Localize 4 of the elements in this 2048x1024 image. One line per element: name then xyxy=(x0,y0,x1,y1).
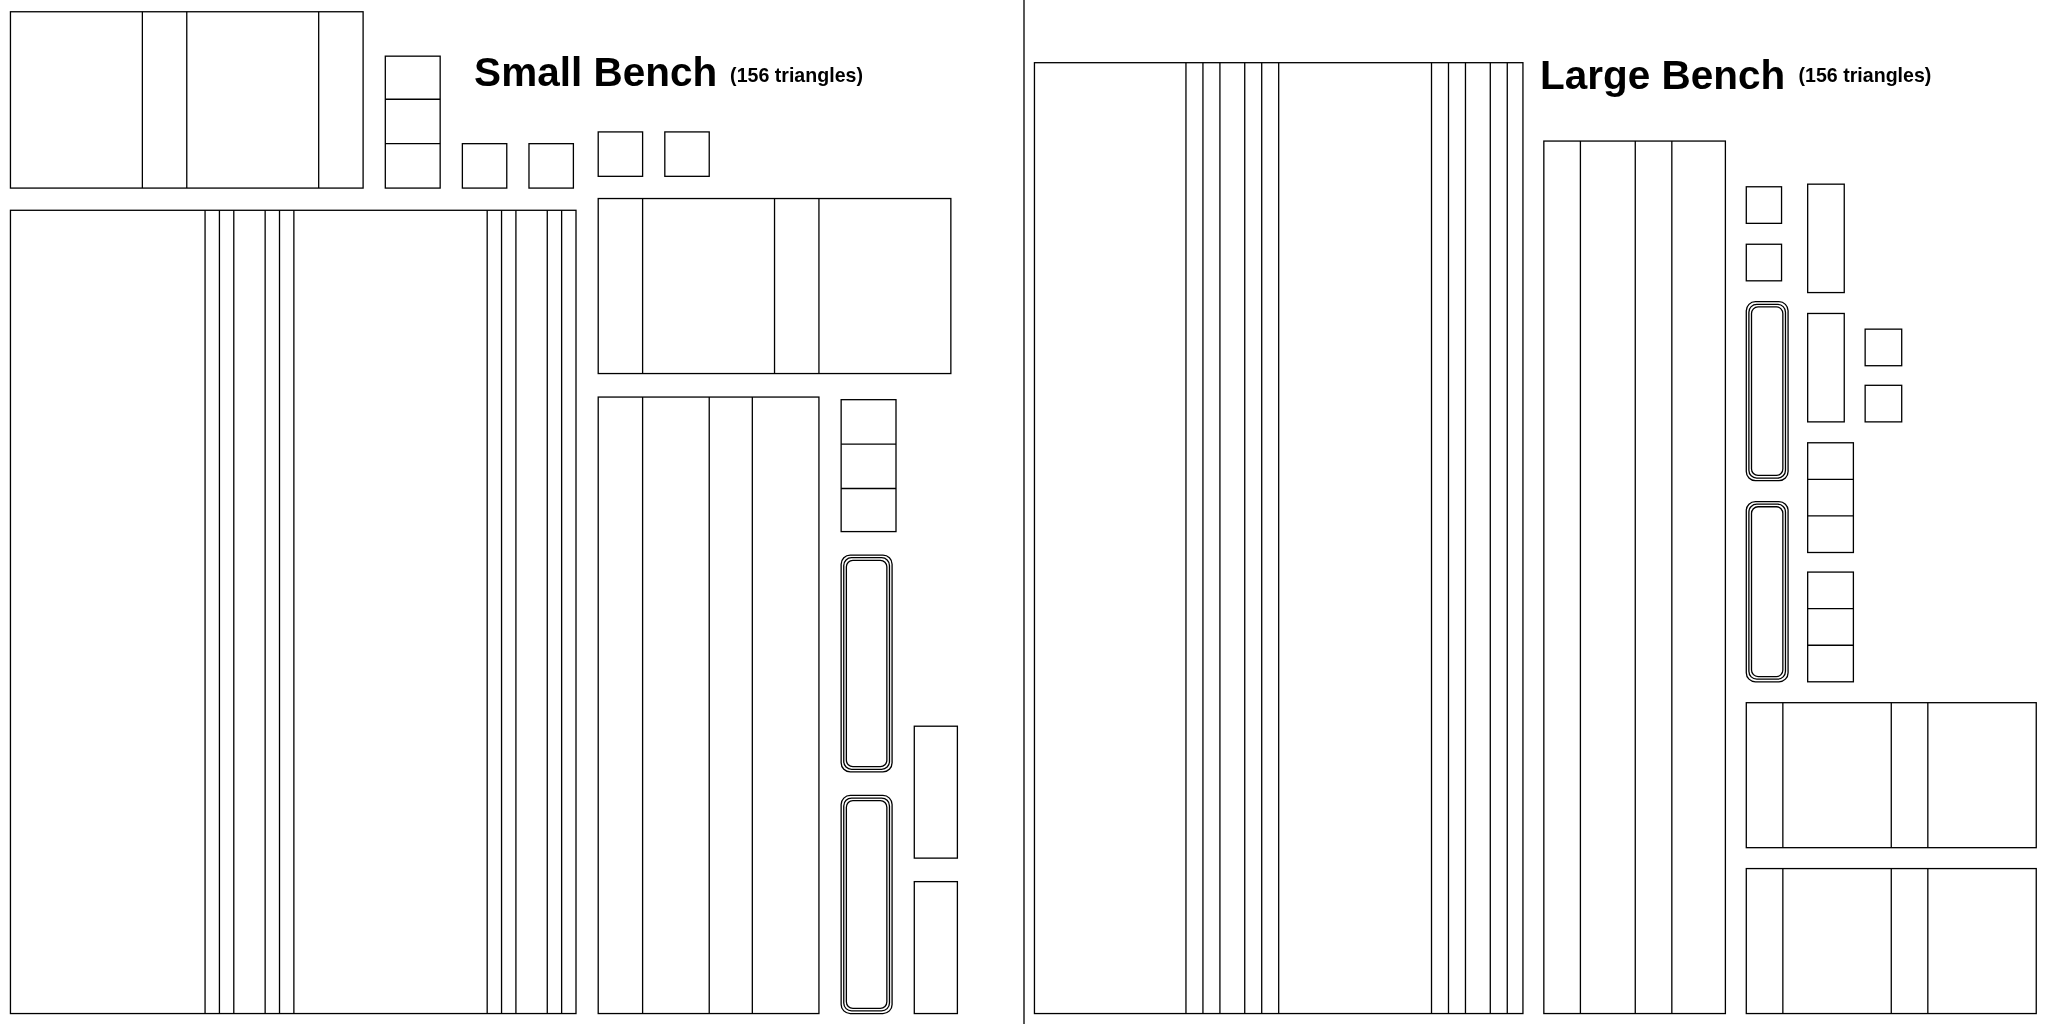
section-heading: Large Bench xyxy=(1539,52,1786,100)
section-heading: Small Bench xyxy=(474,49,718,97)
triangle-count: (156 triangles) xyxy=(1798,64,1932,87)
triangle-count: (156 triangles) xyxy=(730,64,863,87)
